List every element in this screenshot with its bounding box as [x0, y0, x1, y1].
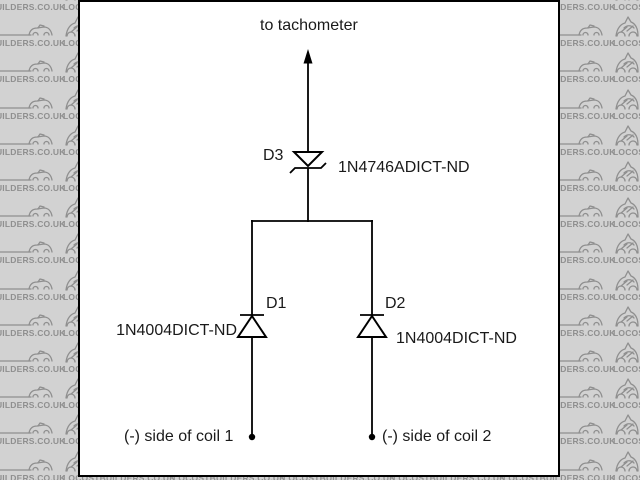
watermark-text: LOCOSTBUILDERS.CO.UK: [0, 38, 66, 49]
watermark-tile: LOCOSTBUILDERS.CO.UK: [0, 413, 66, 450]
watermark-text: LOCOSTBUILDERS.CO.UK: [613, 219, 640, 230]
car-side-icon: [0, 133, 53, 145]
car-front-icon: [615, 233, 639, 255]
watermark-text: LOCOSTBUILDERS.CO.UK: [0, 255, 66, 266]
watermark-tile: LOCOSTBUILDERS.CO.UK: [0, 51, 66, 88]
watermark-tile: LOCOSTBUILDERS.CO.UK: [613, 196, 640, 233]
watermark-text: LOCOSTBUILDERS.CO.UK: [613, 2, 640, 12]
watermark-text: LOCOSTBUILDERS.CO.UK: [613, 472, 640, 480]
watermark-text: LOCOSTBUILDERS.CO.UK: [613, 146, 640, 157]
circuit-wires: [236, 49, 388, 441]
watermark-text: LOCOSTBUILDERS.CO.UK: [613, 255, 640, 266]
watermark-tile: LOCOSTBUILDERS.CO.UK: [0, 0, 66, 16]
d3-ref-label: D3: [263, 147, 284, 164]
car-side-icon: [0, 24, 53, 36]
watermark-text: LOCOSTBUILDERS.CO.UK: [0, 327, 66, 338]
diagram-box: to tachometer D3 1N4746ADICT-ND D1 1N400…: [78, 0, 560, 477]
watermark-tile: LOCOSTBUILDERS.CO.UK: [0, 15, 66, 52]
car-front-icon: [615, 125, 639, 146]
d3-part-label: 1N4746ADICT-ND: [338, 159, 470, 176]
car-side-icon: [0, 96, 53, 109]
watermark-tile: LOCOSTBUILDERS.CO.UK: [613, 88, 640, 125]
watermark-tile: LOCOSTBUILDERS.CO.UK: [613, 377, 640, 414]
car-front-icon: [615, 342, 639, 363]
watermark-text: LOCOSTBUILDERS.CO.UK: [0, 110, 66, 121]
car-front-icon: [615, 414, 639, 436]
car-front-icon: [615, 161, 639, 182]
watermark-tile: LOCOSTBUILDERS.CO.UK: [613, 124, 640, 161]
diode-d1-icon: [236, 314, 268, 338]
car-side-icon: [0, 241, 53, 254]
watermark-tile: LOCOSTBUILDERS.CO.UK: [0, 341, 66, 378]
watermark-tile: LOCOSTBUILDERS.CO.UK: [613, 15, 640, 52]
car-front-icon: [615, 378, 639, 399]
car-side-icon: [0, 314, 53, 326]
watermark-tile: LOCOSTBUILDERS.CO.UK: [613, 413, 640, 450]
car-side-icon: [0, 350, 53, 362]
watermark-tile: LOCOSTBUILDERS.CO.UK: [0, 377, 66, 414]
watermark-tile: LOCOSTBUILDERS.CO.UK: [0, 269, 66, 306]
watermark-text: LOCOSTBUILDERS.CO.UK: [613, 110, 640, 121]
car-side-icon: [0, 458, 53, 471]
watermark-tile: LOCOSTBUILDERS.CO.UK: [613, 232, 640, 269]
watermark-text: LOCOSTBUILDERS.CO.UK: [613, 400, 640, 411]
watermark-text: LOCOSTBUILDERS.CO.UK: [0, 364, 66, 374]
car-front-icon: [615, 52, 639, 74]
watermark-tile: LOCOSTBUILDERS.CO.UK: [613, 160, 640, 197]
watermark-text: LOCOSTBUILDERS.CO.UK: [613, 38, 640, 49]
watermark-tile: LOCOSTBUILDERS.CO.UK: [613, 450, 640, 480]
watermark-text: LOCOSTBUILDERS.CO.UK: [0, 2, 66, 12]
d2-ref-label: D2: [385, 295, 406, 312]
car-side-icon: [0, 277, 53, 290]
watermark-text: LOCOSTBUILDERS.CO.UK: [0, 146, 66, 157]
car-side-icon: [0, 422, 53, 435]
tachometer-arrow-icon: [303, 49, 313, 153]
watermark-text: LOCOSTBUILDERS.CO.UK: [0, 74, 66, 85]
watermark-text: LOCOSTBUILDERS.CO.UK: [613, 183, 640, 193]
watermark-tile: LOCOSTBUILDERS.CO.UK: [613, 0, 640, 16]
watermark-text: LOCOSTBUILDERS.CO.UK: [0, 400, 66, 411]
coil1-terminal-dot: [248, 433, 256, 441]
d1-ref-label: D1: [266, 295, 287, 312]
watermark-tile: LOCOSTBUILDERS.CO.UK: [613, 305, 640, 342]
car-front-icon: [615, 0, 639, 1]
watermark-text: LOCOSTBUILDERS.CO.UK: [0, 436, 66, 447]
car-front-icon: [615, 306, 639, 327]
watermark-tile: LOCOSTBUILDERS.CO.UK: [613, 51, 640, 88]
watermark-tile: LOCOSTBUILDERS.CO.UK: [613, 269, 640, 306]
watermark-text: LOCOSTBUILDERS.CO.UK: [613, 327, 640, 338]
watermark-tile: LOCOSTBUILDERS.CO.UK: [0, 305, 66, 342]
coil2-terminal-dot: [368, 433, 376, 441]
car-front-icon: [615, 197, 639, 218]
d2-part-label: 1N4004DICT-ND: [396, 330, 517, 347]
coil2-label: (-) side of coil 2: [382, 428, 492, 445]
watermark-text: LOCOSTBUILDERS.CO.UK: [613, 436, 640, 447]
watermark-tile: LOCOSTBUILDERS.CO.UK: [0, 232, 66, 269]
watermark-text: LOCOSTBUILDERS.CO.UK: [613, 291, 640, 302]
car-side-icon: [0, 205, 53, 217]
watermark-tile: LOCOSTBUILDERS.CO.UK: [613, 341, 640, 378]
watermark-text: LOCOSTBUILDERS.CO.UK: [613, 74, 640, 85]
car-side-icon: [0, 169, 53, 181]
car-side-icon: [0, 60, 53, 73]
watermark-text: LOCOSTBUILDERS.CO.UK: [613, 364, 640, 374]
watermark-tile: LOCOSTBUILDERS.CO.UK: [0, 196, 66, 233]
car-front-icon: [615, 450, 639, 472]
watermark-tile: LOCOSTBUILDERS.CO.UK: [0, 88, 66, 125]
watermark-tile: LOCOSTBUILDERS.CO.UK: [0, 450, 66, 480]
watermark-text: LOCOSTBUILDERS.CO.UK: [0, 472, 66, 480]
car-front-icon: [615, 269, 639, 291]
watermark-text: LOCOSTBUILDERS.CO.UK: [0, 183, 66, 193]
car-side-icon: [0, 386, 53, 398]
car-front-icon: [615, 16, 639, 37]
watermark-text: LOCOSTBUILDERS.CO.UK: [0, 291, 66, 302]
car-front-icon: [615, 88, 639, 110]
watermark-tile: LOCOSTBUILDERS.CO.UK: [0, 124, 66, 161]
diode-d2-icon: [356, 314, 388, 338]
d1-part-label: 1N4004DICT-ND: [116, 322, 237, 339]
watermark-text: LOCOSTBUILDERS.CO.UK: [0, 219, 66, 230]
tachometer-label: to tachometer: [260, 17, 358, 34]
coil1-label: (-) side of coil 1: [124, 428, 234, 445]
watermark-tile: LOCOSTBUILDERS.CO.UK: [0, 160, 66, 197]
